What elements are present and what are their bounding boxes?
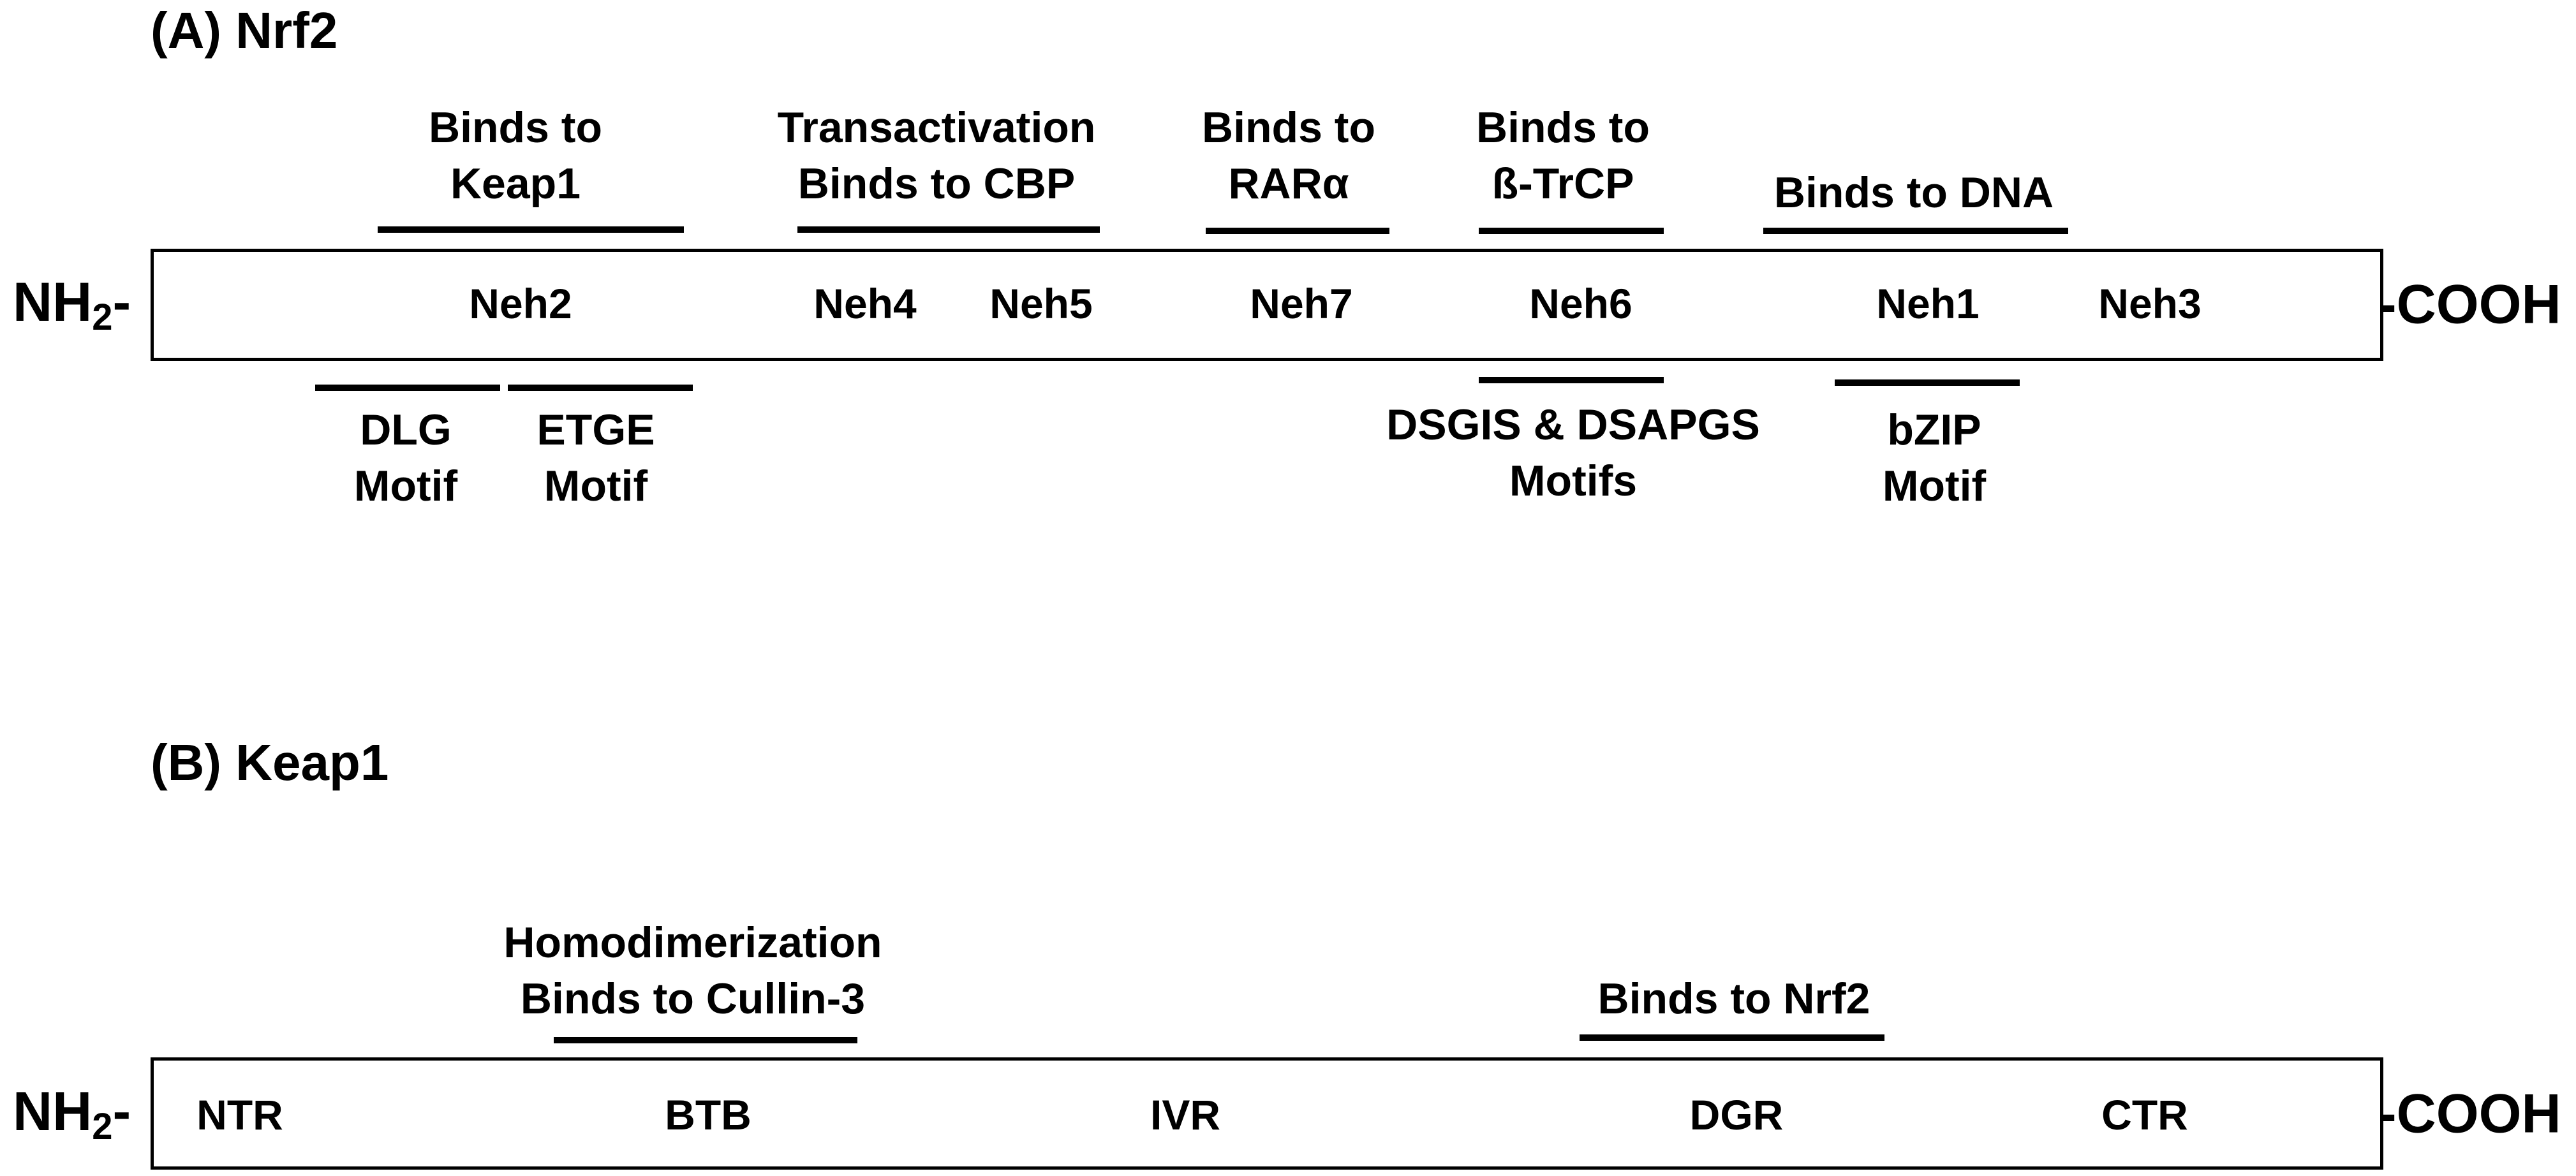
annotation-line: Motif	[544, 462, 648, 510]
annotation-line: Motif	[353, 462, 458, 510]
domain-neh3: Neh3	[2098, 280, 2202, 327]
domain-neh2: Neh2	[469, 280, 572, 327]
annotation-line: Binds to Cullin-3	[520, 974, 866, 1023]
domain-ntr: NTR	[196, 1091, 283, 1138]
btrcp-binding-bar	[1479, 228, 1664, 234]
annotation-homodimerization: Homodimerization Binds to Cullin-3	[503, 915, 882, 1027]
nrf2-protein-bar	[151, 249, 2383, 361]
panel-b-title: (B) Keap1	[151, 734, 389, 791]
panel-a-n-terminus: NH2-	[13, 272, 131, 338]
annotation-binds-rara: Binds to RARα	[1202, 99, 1375, 212]
nrf2-binding-bar	[1580, 1034, 1884, 1041]
annotation-line: DSGIS & DSAPGS	[1386, 401, 1760, 449]
panel-a-title: (A) Nrf2	[151, 2, 338, 59]
domain-neh6: Neh6	[1529, 280, 1632, 327]
domain-neh4: Neh4	[813, 280, 917, 327]
dlg-motif-bar	[315, 385, 500, 391]
annotation-binds-btrcp: Binds to ß-TrCP	[1476, 99, 1650, 212]
panel-b-c-terminus: -COOH	[2378, 1083, 2561, 1145]
annotation-transactivation: Transactivation Binds to CBP	[778, 99, 1096, 212]
annotation-binds-nrf2: Binds to Nrf2	[1598, 971, 1870, 1027]
annotation-line: Motif	[1882, 462, 1987, 510]
homodimerization-bar	[554, 1037, 857, 1043]
annotation-line: Binds to Nrf2	[1597, 974, 1870, 1023]
annotation-dlg-motif: DLG Motif	[354, 402, 457, 514]
annotation-etge-motif: ETGE Motif	[537, 402, 655, 514]
etge-motif-bar	[508, 385, 693, 391]
annotation-line: Binds to	[1476, 103, 1650, 152]
domain-ctr: CTR	[2101, 1091, 2188, 1138]
annotation-line: Homodimerization	[503, 918, 882, 967]
annotation-line: Binds to DNA	[1773, 168, 2054, 217]
dsgis-dsapgs-motif-bar	[1479, 377, 1664, 383]
domain-neh7: Neh7	[1250, 280, 1353, 327]
panel-a-c-terminus: -COOH	[2378, 274, 2561, 335]
annotation-line: RARα	[1228, 159, 1349, 208]
keap1-binding-bar	[378, 226, 684, 233]
domain-ivr: IVR	[1150, 1091, 1221, 1138]
annotation-binds-keap1: Binds to Keap1	[429, 99, 602, 212]
domain-btb: BTB	[665, 1091, 751, 1138]
domain-dgr: DGR	[1689, 1091, 1784, 1138]
bzip-motif-bar	[1835, 379, 2020, 386]
panel-b-n-terminus: NH2-	[13, 1081, 131, 1147]
dna-binding-bar	[1763, 228, 2068, 234]
transactivation-bar	[797, 226, 1100, 233]
annotation-line: Binds to	[429, 103, 602, 152]
annotation-dsgis-dsapgs-motifs: DSGIS & DSAPGS Motifs	[1386, 397, 1760, 509]
keap1-protein-bar	[151, 1057, 2383, 1170]
annotation-bzip-motif: bZIP Motif	[1883, 402, 1986, 514]
domain-neh1: Neh1	[1876, 280, 1980, 327]
rara-binding-bar	[1206, 228, 1389, 234]
annotation-line: ß-TrCP	[1492, 159, 1634, 208]
annotation-line: Keap1	[450, 159, 581, 208]
annotation-line: Transactivation	[777, 103, 1096, 152]
annotation-binds-dna: Binds to DNA	[1774, 165, 2054, 221]
annotation-line: ETGE	[537, 406, 655, 454]
annotation-line: DLG	[360, 406, 452, 454]
annotation-line: Motifs	[1509, 457, 1638, 505]
domain-neh5: Neh5	[989, 280, 1093, 327]
annotation-line: Binds to	[1202, 103, 1375, 152]
annotation-line: Binds to CBP	[797, 159, 1076, 208]
annotation-line: bZIP	[1887, 406, 1981, 454]
